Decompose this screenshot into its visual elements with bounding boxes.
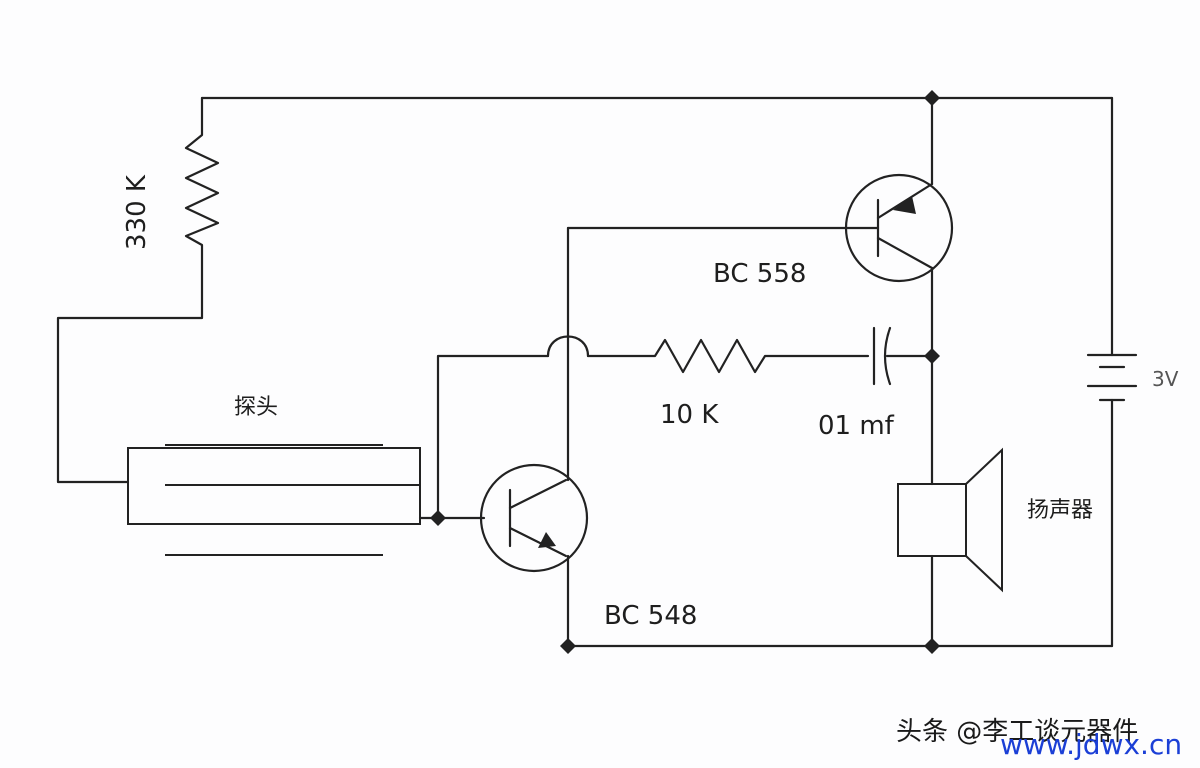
label-10k: 10 K xyxy=(660,400,719,430)
label-capacitor: 01 mf xyxy=(818,411,895,441)
battery-symbol xyxy=(1086,353,1138,402)
transistor-q1-bc548 xyxy=(479,463,589,573)
label-bc548: BC 548 xyxy=(604,601,697,631)
label-bc558: BC 558 xyxy=(713,259,806,289)
resistor-330k xyxy=(56,96,220,484)
probe-electrodes xyxy=(127,444,421,556)
watermark-source: 头条 @李工谈元器件 xyxy=(896,717,1138,747)
label-330k: 330 K xyxy=(122,174,152,250)
speaker-symbol xyxy=(897,447,1003,593)
probe-feedback-wire xyxy=(436,354,550,520)
transistor-q2-bc558 xyxy=(844,173,954,283)
label-probe: 探头 xyxy=(234,395,278,420)
resistor-10k xyxy=(586,338,870,374)
watermark-site: www.jdwx.cn xyxy=(1000,728,1182,761)
capacitor xyxy=(872,326,934,386)
junction-dots xyxy=(430,90,940,654)
label-speaker: 扬声器 xyxy=(1027,498,1093,523)
label-battery-voltage: 3V xyxy=(1152,367,1179,391)
